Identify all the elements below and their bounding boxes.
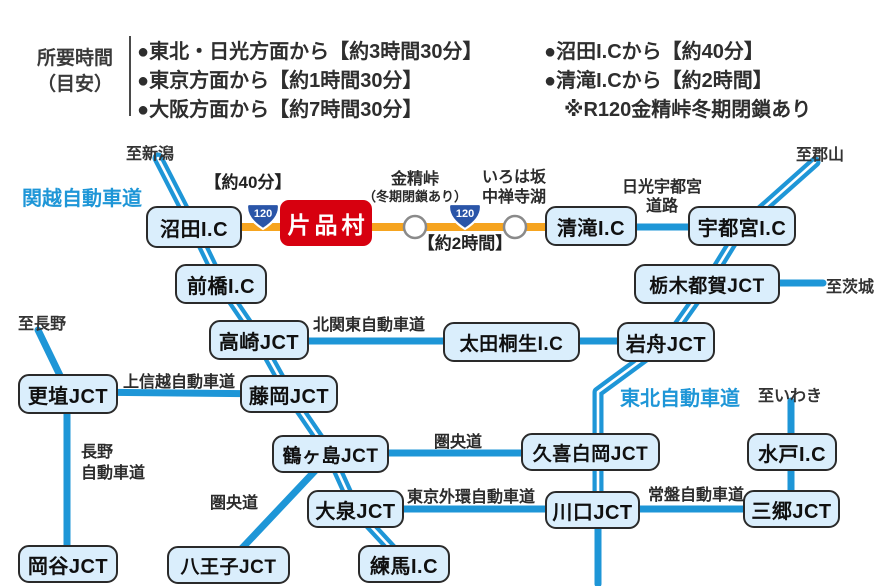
- node-mito-ic: 水戸I.C: [747, 433, 837, 471]
- irohazaka-label-line1: いろは坂: [481, 169, 546, 186]
- nikko-road-label-line2: 道路: [645, 198, 678, 215]
- konsei-pass-note: （冬期閉鎖あり）: [362, 189, 467, 204]
- node-kawaguchi-jct: 川口JCT: [545, 491, 640, 529]
- konsei-pass-node: [402, 214, 428, 240]
- node-utsunomiya-ic: 宇都宮I.C: [688, 206, 796, 246]
- legend-item: ●沼田I.Cから【約40分】: [544, 41, 764, 63]
- route-shield-icon: [447, 202, 483, 231]
- route-shield-icon: [245, 202, 281, 231]
- legend-divider: [129, 36, 131, 116]
- kanetsu-expressway-label: 関越自動車道: [22, 188, 142, 210]
- konsei-pass-label: 金精峠: [390, 171, 439, 188]
- route-number: 120: [456, 208, 474, 220]
- kitakanto-road-label: 北関東自動車道: [313, 317, 426, 334]
- gaikan-road-label: 東京外環自動車道: [407, 489, 536, 506]
- nagano-road-label-line1: 長野: [81, 444, 114, 461]
- nagano-road-label-line2: 自動車道: [81, 465, 146, 482]
- node-misato-jct: 三郷JCT: [743, 490, 840, 528]
- legend-winter-note: ※R120金精峠冬期閉鎖あり: [564, 99, 812, 121]
- legend-heading: 所要時間 （目安）: [24, 46, 126, 98]
- node-kiyotaki-ic: 清滝I.C: [545, 206, 637, 246]
- to-koriyama-label: 至郡山: [796, 147, 845, 164]
- tohoku-expressway-label: 東北自動車道: [620, 388, 740, 410]
- irohazaka-node: [502, 214, 528, 240]
- kenodo-east-label: 圏央道: [434, 434, 483, 451]
- legend-left-column: ●東北・日光方面から【約3時間30分】 ●東京方面から【約1時間30分】 ●大阪…: [137, 38, 482, 125]
- time-from-kiyotaki: 【約2時間】: [417, 234, 513, 253]
- route-number: 120: [254, 208, 272, 220]
- node-okaya-jct: 岡谷JCT: [18, 545, 118, 583]
- node-hachioji-jct: 八王子JCT: [167, 546, 290, 584]
- node-nerima-ic: 練馬I.C: [358, 545, 450, 583]
- legend-heading-line2: （目安）: [36, 74, 113, 95]
- nikko-road-label-line1: 日光宇都宮: [621, 179, 702, 196]
- to-ibaraki-label: 至茨城: [826, 279, 875, 296]
- destination-katashina-village: 片品村: [280, 200, 372, 246]
- node-ota-kiryu-ic: 太田桐生I.C: [443, 322, 580, 362]
- kenodo-west-line: [224, 451, 334, 567]
- irohazaka-label-line2: 中禅寺湖: [481, 189, 546, 206]
- route120-badge: 120: [245, 202, 281, 231]
- legend-heading-line1: 所要時間: [36, 48, 113, 69]
- to-iwaki-label: 至いわき: [758, 388, 823, 405]
- node-koshoku-jct: 更埴JCT: [18, 374, 118, 414]
- legend-item: ●東北・日光方面から【約3時間30分】: [137, 41, 483, 63]
- node-iwafune-jct: 岩舟JCT: [617, 322, 715, 362]
- node-tsurugashima-jct: 鶴ヶ島JCT: [272, 435, 389, 473]
- joban-road-label: 常盤自動車道: [648, 487, 745, 504]
- legend-item: ●清滝I.Cから【約2時間】: [544, 70, 773, 92]
- node-tochigi-tsuga-jct: 栃木都賀JCT: [634, 264, 780, 304]
- node-maebashi-ic: 前橋I.C: [175, 264, 267, 304]
- kenodo-west-label: 圏央道: [210, 495, 259, 512]
- to-nagano-label: 至長野: [18, 316, 67, 333]
- joshinetsu-road-label: 上信越自動車道: [123, 374, 236, 391]
- route120-badge: 120: [447, 202, 483, 231]
- node-fujioka-jct: 藤岡JCT: [240, 375, 338, 413]
- node-takasaki-jct: 高崎JCT: [209, 320, 309, 360]
- node-kuki-shiraoka-jct: 久喜白岡JCT: [521, 433, 660, 471]
- legend-item: ●東京方面から【約1時間30分】: [137, 70, 423, 92]
- legend-right-column: ●沼田I.Cから【約40分】 ●清滝I.Cから【約2時間】 ※R120金精峠冬期…: [544, 38, 811, 125]
- node-oizumi-jct: 大泉JCT: [307, 490, 404, 528]
- to-niigata-label: 至新潟: [126, 146, 175, 163]
- node-numata-ic: 沼田I.C: [146, 206, 242, 248]
- time-from-numata: 【約40分】: [204, 173, 292, 192]
- legend-item: ●大阪方面から【約7時間30分】: [137, 99, 423, 121]
